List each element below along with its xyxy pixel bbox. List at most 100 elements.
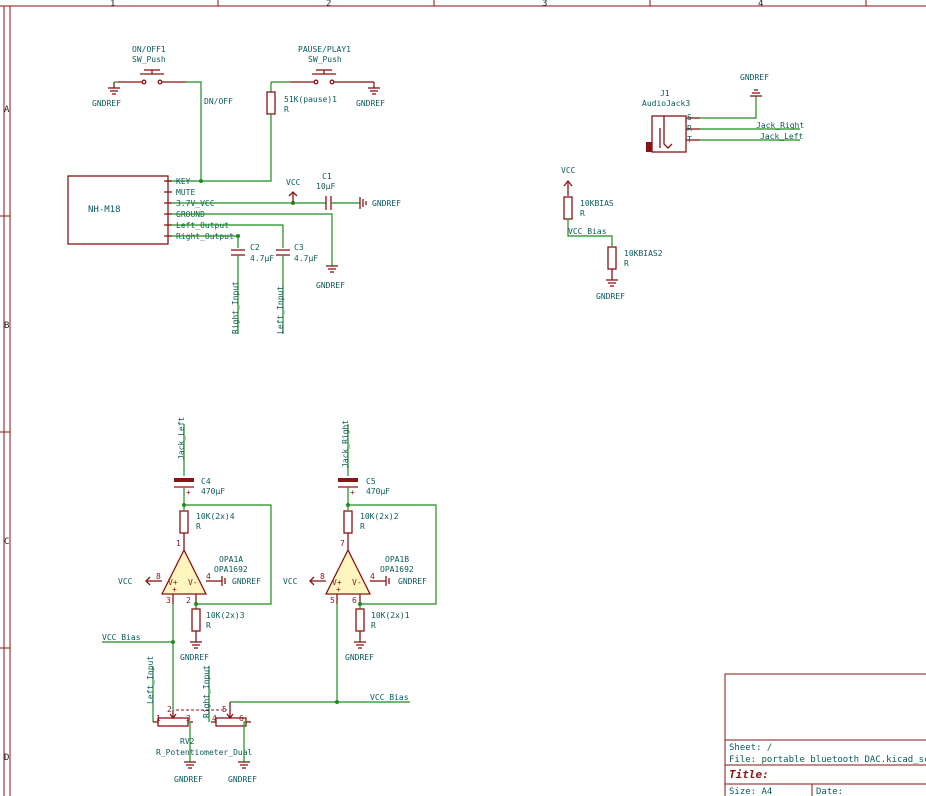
- gnd-symbol-r1: [354, 631, 366, 649]
- resistor-10kbias2[interactable]: [607, 246, 617, 270]
- rbias1-value: R: [580, 209, 585, 218]
- row-label-c: C: [4, 537, 9, 547]
- capacitor-c5[interactable]: [338, 478, 358, 488]
- j1-pin-r: R: [687, 124, 692, 133]
- r4-ref: 10K(2x)4: [196, 512, 235, 521]
- capacitor-c2[interactable]: [231, 249, 245, 256]
- net-label-onoff: DN/OFF: [204, 97, 233, 106]
- opa1b-pin6: 6: [352, 596, 357, 605]
- module-ref: NH-M18: [88, 205, 121, 215]
- opa1a-pin8: 8: [156, 572, 161, 581]
- opamp-opa1b[interactable]: [324, 548, 372, 595]
- gnd-label-c1: GNDREF: [372, 199, 401, 208]
- rbias1-ref: 10KBIAS: [580, 199, 614, 208]
- gnd-label-r1: GNDREF: [345, 653, 374, 662]
- vcc-label-module: VCC: [286, 178, 301, 187]
- switch-on-off[interactable]: [118, 69, 186, 85]
- rbias2-ref: 10KBIAS2: [624, 249, 663, 258]
- resistor-10k-2x-4[interactable]: [179, 510, 189, 534]
- opa1a-value: OPA1692: [214, 565, 248, 574]
- c1-value: 10µF: [316, 182, 335, 191]
- r1-value: R: [371, 621, 376, 630]
- r2-ref: 10K(2x)2: [360, 512, 399, 521]
- gnd-symbol-sw2: [360, 81, 380, 95]
- rbias2-value: R: [624, 259, 629, 268]
- c4-ref: C4: [201, 477, 211, 486]
- gnd-label-j1: GNDREF: [740, 73, 769, 82]
- resistor-51k-pause[interactable]: [266, 91, 276, 115]
- opa1a-plus-in: +: [172, 585, 177, 594]
- sw1-value: SW_Push: [132, 55, 166, 64]
- c5-ref: C5: [366, 477, 376, 486]
- gnd-symbol-module: [326, 265, 338, 273]
- resistor-10kbias[interactable]: [563, 196, 573, 220]
- net-jack-left: Jack_Left: [760, 132, 804, 141]
- opa1a-pin3: 3: [166, 596, 171, 605]
- pin-key: KEY: [176, 177, 191, 186]
- col-label-1: 1: [110, 0, 115, 9]
- opa1a-vminus: V-: [188, 578, 198, 587]
- opa1b-value: OPA1692: [380, 565, 414, 574]
- gnd-label-opa1a-vminus: GNDREF: [232, 577, 261, 586]
- capacitor-c1[interactable]: [325, 196, 332, 210]
- c3-ref: C3: [294, 243, 304, 252]
- rv2-ref: RV2: [180, 737, 195, 746]
- rv2-pin3: 3: [186, 714, 191, 723]
- opa1b-pin7: 7: [340, 539, 345, 548]
- opa1a-vplus: V+: [168, 578, 178, 587]
- net-right-input-pot: Right_Input: [202, 665, 211, 718]
- opa1a-ref: OPA1A: [219, 555, 243, 564]
- opa1b-vminus: V-: [352, 578, 362, 587]
- gnd-label-sw2: GNDREF: [356, 99, 385, 108]
- capacitor-c3[interactable]: [276, 249, 290, 256]
- row-label-b: B: [4, 321, 9, 331]
- opamp-opa1a[interactable]: [160, 548, 208, 595]
- capacitor-c4[interactable]: [174, 478, 194, 488]
- opa1a-pin1: 1: [176, 539, 181, 548]
- c4-value: 470µF: [201, 487, 225, 496]
- gnd-label-sw1: GNDREF: [92, 99, 121, 108]
- c2-value: 4.7µF: [250, 254, 274, 263]
- rv2-value: R_Potentiometer_Dual: [156, 748, 253, 757]
- j1-pin-s: S: [687, 113, 692, 122]
- c5-value: 470µF: [366, 487, 390, 496]
- switch-pause-play[interactable]: [290, 69, 360, 85]
- j1-value: AudioJack3: [642, 99, 690, 108]
- resistor-10k-2x-1[interactable]: [355, 608, 365, 632]
- vcc-label-opa1a: VCC: [118, 577, 133, 586]
- gnd-label-rv2-right: GNDREF: [228, 775, 257, 784]
- net-vcc-bias-bottom: VCC_Bias: [370, 693, 409, 702]
- title-date: Date:: [816, 787, 843, 796]
- gnd-symbol-sw1: [108, 82, 120, 95]
- row-label-d: D: [4, 753, 9, 763]
- r-pause-value: R: [284, 105, 289, 114]
- row-label-a: A: [4, 105, 10, 115]
- title-title: Title:: [729, 768, 769, 781]
- module-nh-m18[interactable]: [67, 175, 169, 245]
- rv2-pin1: 1: [156, 714, 161, 723]
- gnd-label-r3: GNDREF: [180, 653, 209, 662]
- resistor-10k-2x-3[interactable]: [191, 608, 201, 632]
- opa1b-pin4: 4: [370, 572, 375, 581]
- vcc-label-opa1b: VCC: [283, 577, 298, 586]
- net-vcc-bias-left: VCC_Bias: [102, 633, 141, 642]
- c1-ref: C1: [322, 172, 332, 181]
- net-left-input-pot: Left_Input: [146, 656, 155, 704]
- r1-ref: 10K(2x)1: [371, 611, 410, 620]
- opa1b-vplus: V+: [332, 578, 342, 587]
- c5-plus: +: [350, 488, 355, 497]
- resistor-10k-2x-2[interactable]: [343, 510, 353, 534]
- sw1-ref: ON/OFF1: [132, 45, 166, 54]
- rv2-pin2: 2: [167, 705, 172, 714]
- r3-value: R: [206, 621, 211, 630]
- potentiometer-rv2[interactable]: [153, 702, 251, 727]
- net-jack-left-opa: Jack_Left: [177, 416, 186, 460]
- audio-jack-j1[interactable]: [646, 115, 700, 153]
- opa1a-pin4: 4: [206, 572, 211, 581]
- title-file: File: portable bluetooth DAC.kicad_sch: [729, 755, 926, 765]
- net-right-input-top: Right_Input: [231, 281, 240, 334]
- j1-pin-t: T: [687, 135, 692, 144]
- rv2-pin6: 6: [239, 714, 244, 723]
